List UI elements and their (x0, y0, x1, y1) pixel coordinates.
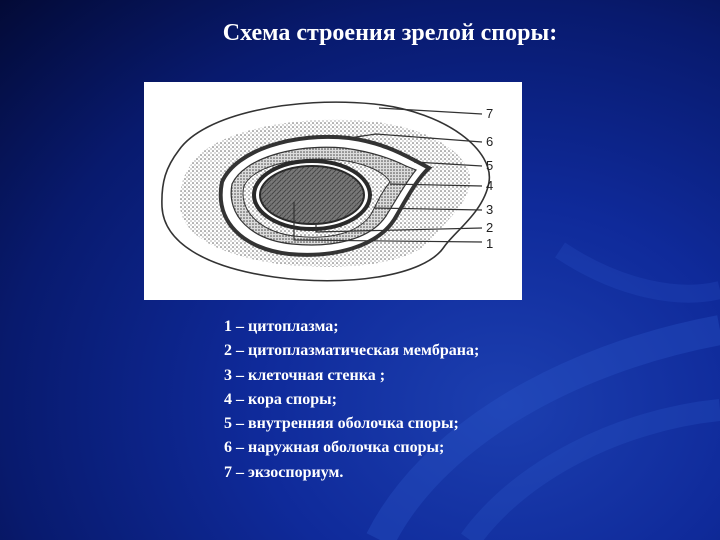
cytoplasm-core (259, 165, 365, 225)
label-1: 1 (486, 236, 493, 251)
legend-item-4: 4 – кора споры; (224, 390, 337, 408)
label-4: 4 (486, 178, 493, 193)
legend-item-3: 3 – клеточная стенка ; (224, 366, 386, 384)
label-5: 5 (486, 158, 493, 173)
label-3: 3 (486, 202, 493, 217)
slide-title: Схема строения зрелой споры: (222, 20, 558, 46)
legend-list: 1 – цитоплазма; 2 – цитоплазматическая м… (224, 315, 479, 485)
legend-item-7: 7 – экзоспориум. (224, 463, 344, 481)
legend-item-2: 2 – цитоплазматическая мембрана; (224, 342, 480, 360)
legend-item-5: 5 – внутренняя оболочка споры; (224, 415, 459, 433)
leader-lines (293, 107, 483, 243)
label-7: 7 (486, 106, 493, 121)
label-2: 2 (486, 220, 493, 235)
legend-item-1: 1 – цитоплазма; (224, 318, 339, 335)
legend-item-6: 6 – наружная оболочка споры; (224, 439, 445, 457)
spore-diagram: 7 6 5 4 3 2 1 (144, 82, 522, 300)
label-6: 6 (486, 134, 493, 149)
